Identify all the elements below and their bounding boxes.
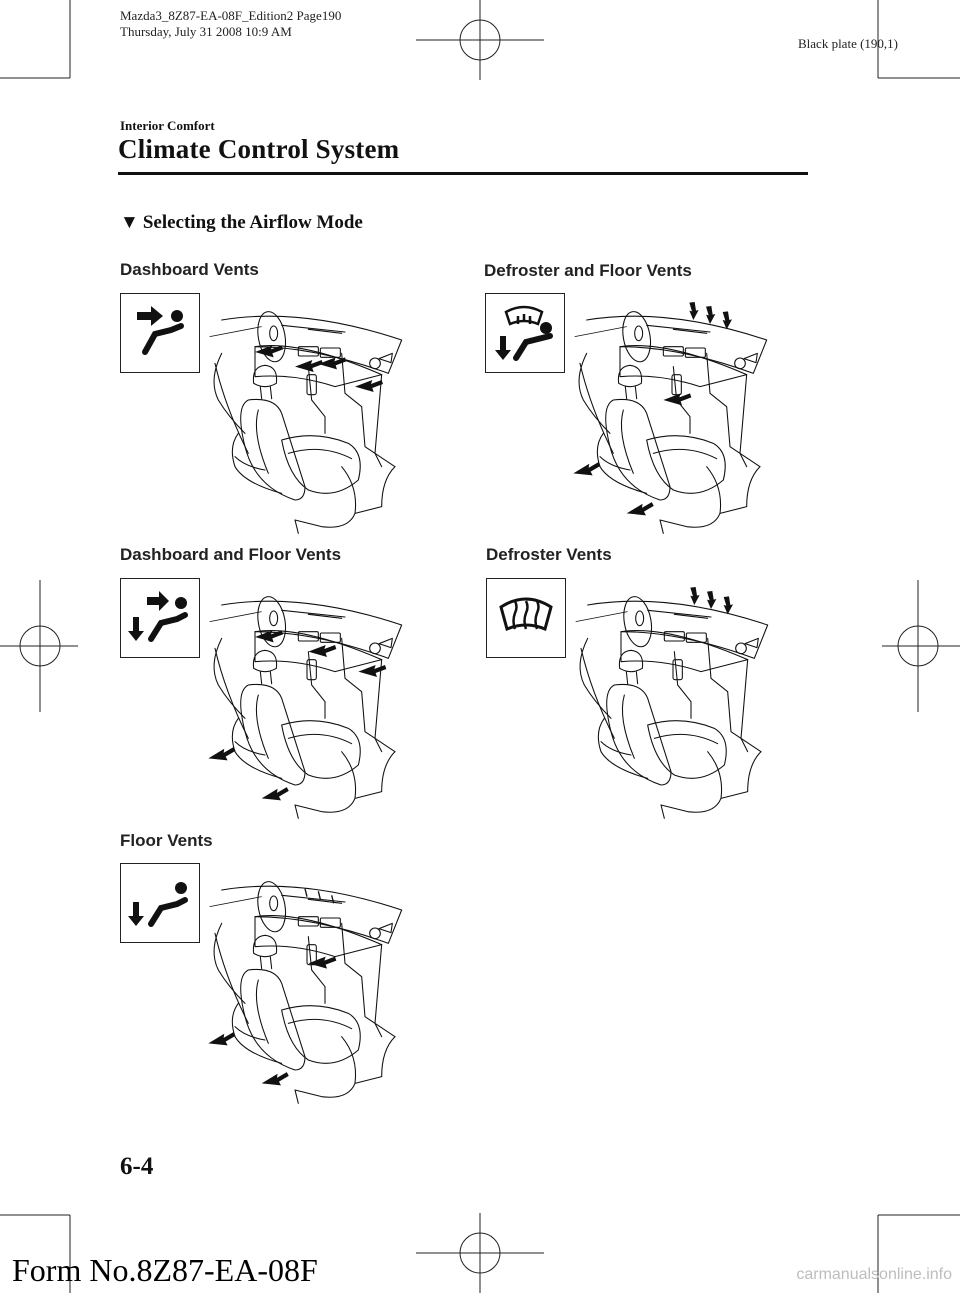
panel-label-dashboard-floor: Dashboard and Floor Vents xyxy=(120,545,341,565)
print-meta-date: Thursday, July 31 2008 10:9 AM xyxy=(120,24,341,40)
print-meta-file: Mazda3_8Z87-EA-08F_Edition2 Page190 xyxy=(120,8,341,24)
title-divider xyxy=(118,172,808,175)
dashboard-vents-illustration xyxy=(160,300,450,540)
watermark-text: carmanualsonline.info xyxy=(796,1266,952,1284)
panel-label-floor: Floor Vents xyxy=(120,831,213,851)
panel-label-defroster: Defroster Vents xyxy=(486,545,612,565)
heading-marker-icon: ▼ xyxy=(120,212,139,234)
plate-label: Black plate (190,1) xyxy=(798,36,898,52)
panel-label-defroster-floor: Defroster and Floor Vents xyxy=(484,261,692,281)
defroster-illustration xyxy=(526,585,816,825)
subsection-heading: ▼Selecting the Airflow Mode xyxy=(120,212,363,234)
dashboard-floor-illustration xyxy=(160,585,450,825)
form-number: Form No.8Z87-EA-08F xyxy=(12,1252,318,1289)
print-metadata: Mazda3_8Z87-EA-08F_Edition2 Page190 Thur… xyxy=(120,8,341,40)
section-label: Interior Comfort xyxy=(120,118,215,134)
page-title: Climate Control System xyxy=(118,134,399,165)
heading-text: Selecting the Airflow Mode xyxy=(143,212,363,233)
defroster-floor-illustration xyxy=(525,300,815,540)
page-number: 6-4 xyxy=(120,1153,153,1181)
panel-label-dashboard: Dashboard Vents xyxy=(120,260,259,280)
floor-vents-illustration xyxy=(160,870,450,1110)
